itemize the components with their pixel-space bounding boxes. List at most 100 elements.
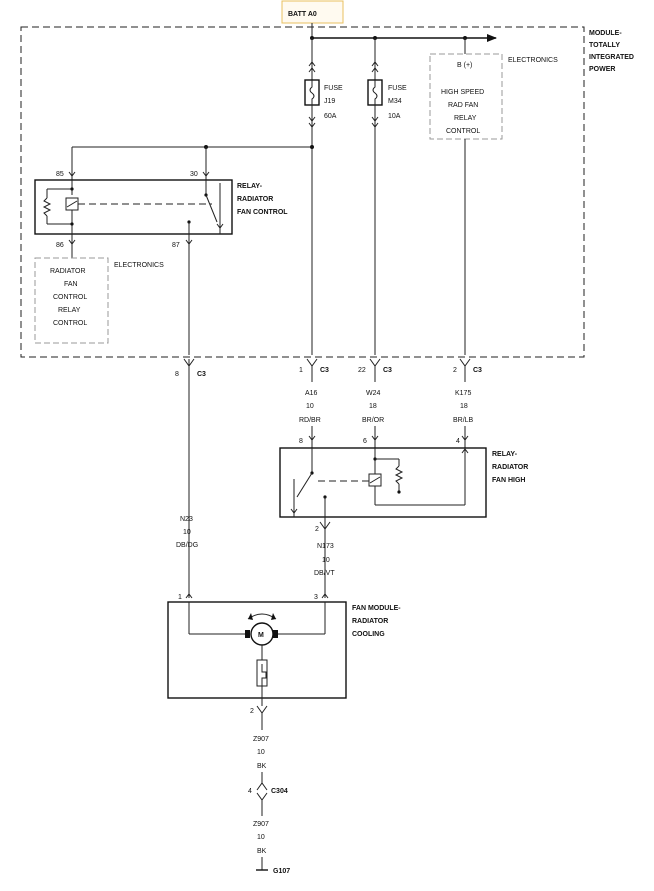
batt-bus <box>310 23 497 42</box>
svg-text:FAN HIGH: FAN HIGH <box>492 477 525 484</box>
svg-text:2: 2 <box>315 526 319 533</box>
svg-text:18: 18 <box>460 403 468 410</box>
svg-text:10: 10 <box>183 529 191 536</box>
svg-text:10: 10 <box>322 557 330 564</box>
svg-text:ELECTRONICS: ELECTRONICS <box>508 57 558 64</box>
svg-text:BR/OR: BR/OR <box>362 417 384 424</box>
svg-text:C3: C3 <box>320 367 329 374</box>
svg-text:BK: BK <box>257 763 267 770</box>
svg-text:POWER: POWER <box>589 66 615 73</box>
wire-label-k175: K175 18 BR/LB <box>453 390 474 424</box>
svg-text:C304: C304 <box>271 788 288 795</box>
svg-text:RELAY: RELAY <box>58 307 81 314</box>
relay-radiator-fan-control: 85 30 86 87 RELAY- RADIATOR FAN CONTROL <box>34 171 288 355</box>
svg-text:8: 8 <box>299 438 303 445</box>
svg-text:Z907: Z907 <box>253 821 269 828</box>
c3-connector-pin-2: 2 C3 <box>453 358 482 374</box>
svg-text:RELAY-: RELAY- <box>237 183 263 190</box>
svg-text:3: 3 <box>314 594 318 601</box>
svg-text:DB/VT: DB/VT <box>314 570 335 577</box>
connector-pin-2-relay-high: 2 <box>315 521 331 533</box>
svg-text:10: 10 <box>306 403 314 410</box>
svg-text:4: 4 <box>456 438 460 445</box>
wire-label-n23: N23 10 DB/DG <box>176 516 198 549</box>
svg-text:C3: C3 <box>197 371 206 378</box>
svg-text:MODULE-: MODULE- <box>589 30 622 37</box>
svg-text:22: 22 <box>358 367 366 374</box>
wire-label-z907-lower: Z907 10 BK <box>253 821 269 855</box>
wire-label-z907-upper: Z907 10 BK <box>253 736 269 770</box>
svg-text:FAN MODULE-: FAN MODULE- <box>352 605 401 612</box>
svg-text:4: 4 <box>248 788 252 795</box>
svg-text:K175: K175 <box>455 390 471 397</box>
relay-feed-wire <box>68 145 314 180</box>
svg-text:C3: C3 <box>383 367 392 374</box>
svg-text:INTEGRATED: INTEGRATED <box>589 54 634 61</box>
wire-label-a16: A16 10 RD/BR <box>299 390 321 424</box>
tipm-module-boundary <box>20 26 585 358</box>
svg-text:A16: A16 <box>305 390 318 397</box>
svg-text:10A: 10A <box>388 113 401 120</box>
svg-text:BK: BK <box>257 848 267 855</box>
svg-text:6: 6 <box>363 438 367 445</box>
svg-text:FAN CONTROL: FAN CONTROL <box>237 209 288 216</box>
batt-label: BATT A0 <box>281 0 344 24</box>
svg-text:W24: W24 <box>366 390 381 397</box>
svg-text:COOLING: COOLING <box>352 631 385 638</box>
tipm-module-label: MODULE- TOTALLY INTEGRATED POWER <box>589 30 634 73</box>
svg-text:85: 85 <box>56 171 64 178</box>
svg-text:M: M <box>258 632 264 639</box>
connector-pin-2-fan: 2 <box>250 705 268 730</box>
svg-text:RADIATOR: RADIATOR <box>492 464 528 471</box>
svg-text:ELECTRONICS: ELECTRONICS <box>114 262 164 269</box>
fuse-j19: FUSE J19 60A <box>304 38 343 355</box>
fuse-m34: FUSE M34 10A <box>367 38 407 355</box>
svg-text:60A: 60A <box>324 113 337 120</box>
svg-text:1: 1 <box>178 594 182 601</box>
ground-g107: G107 <box>256 857 290 875</box>
c3-connector-pin-1: 1 C3 <box>299 358 329 374</box>
wire-label-w24: W24 18 BR/OR <box>362 390 384 424</box>
svg-text:18: 18 <box>369 403 377 410</box>
svg-text:RELAY: RELAY <box>454 115 477 122</box>
svg-text:87: 87 <box>172 242 180 249</box>
svg-text:C3: C3 <box>473 367 482 374</box>
svg-text:TOTALLY: TOTALLY <box>589 42 620 49</box>
svg-text:10: 10 <box>257 834 265 841</box>
svg-text:2: 2 <box>250 708 254 715</box>
svg-text:Z907: Z907 <box>253 736 269 743</box>
svg-text:B (+): B (+) <box>457 62 472 69</box>
svg-text:10: 10 <box>257 749 265 756</box>
svg-text:BR/LB: BR/LB <box>453 417 474 424</box>
svg-text:30: 30 <box>190 171 198 178</box>
c304-connector: 4 C304 <box>248 772 288 816</box>
high-speed-relay-control: B (+) ELECTRONICS HIGH SPEED RAD FAN REL… <box>429 38 558 355</box>
svg-text:CONTROL: CONTROL <box>53 320 87 327</box>
svg-text:FAN: FAN <box>64 281 78 288</box>
radiator-fan-relay-control: ELECTRONICS RADIATOR FAN CONTROL RELAY C… <box>34 257 164 344</box>
svg-text:BATT A0: BATT A0 <box>288 11 317 18</box>
svg-text:HIGH SPEED: HIGH SPEED <box>441 89 484 96</box>
svg-text:M34: M34 <box>388 98 402 105</box>
svg-text:CONTROL: CONTROL <box>53 294 87 301</box>
svg-text:RADIATOR: RADIATOR <box>237 196 273 203</box>
relay-radiator-fan-high: 8 6 4 RELAY- RADIATOR FAN HIGH <box>279 435 528 598</box>
svg-text:J19: J19 <box>324 98 335 105</box>
svg-text:RD/BR: RD/BR <box>299 417 321 424</box>
svg-text:RADIATOR: RADIATOR <box>352 618 388 625</box>
svg-text:2: 2 <box>453 367 457 374</box>
svg-text:G107: G107 <box>273 868 290 875</box>
svg-text:CONTROL: CONTROL <box>446 128 480 135</box>
svg-text:8: 8 <box>175 371 179 378</box>
c3-connector-pin-8: 8 C3 <box>175 358 206 378</box>
wire-runs <box>188 359 466 598</box>
fan-module-radiator-cooling: 1 3 FAN MODULE- RADIATOR COOLING M <box>167 593 401 706</box>
svg-text:FUSE: FUSE <box>388 85 407 92</box>
svg-text:RADIATOR: RADIATOR <box>50 268 86 275</box>
svg-text:1: 1 <box>299 367 303 374</box>
svg-text:RELAY-: RELAY- <box>492 451 518 458</box>
svg-text:RAD FAN: RAD FAN <box>448 102 478 109</box>
svg-text:N173: N173 <box>317 543 334 550</box>
wire-label-n173: N173 10 DB/VT <box>314 543 335 577</box>
